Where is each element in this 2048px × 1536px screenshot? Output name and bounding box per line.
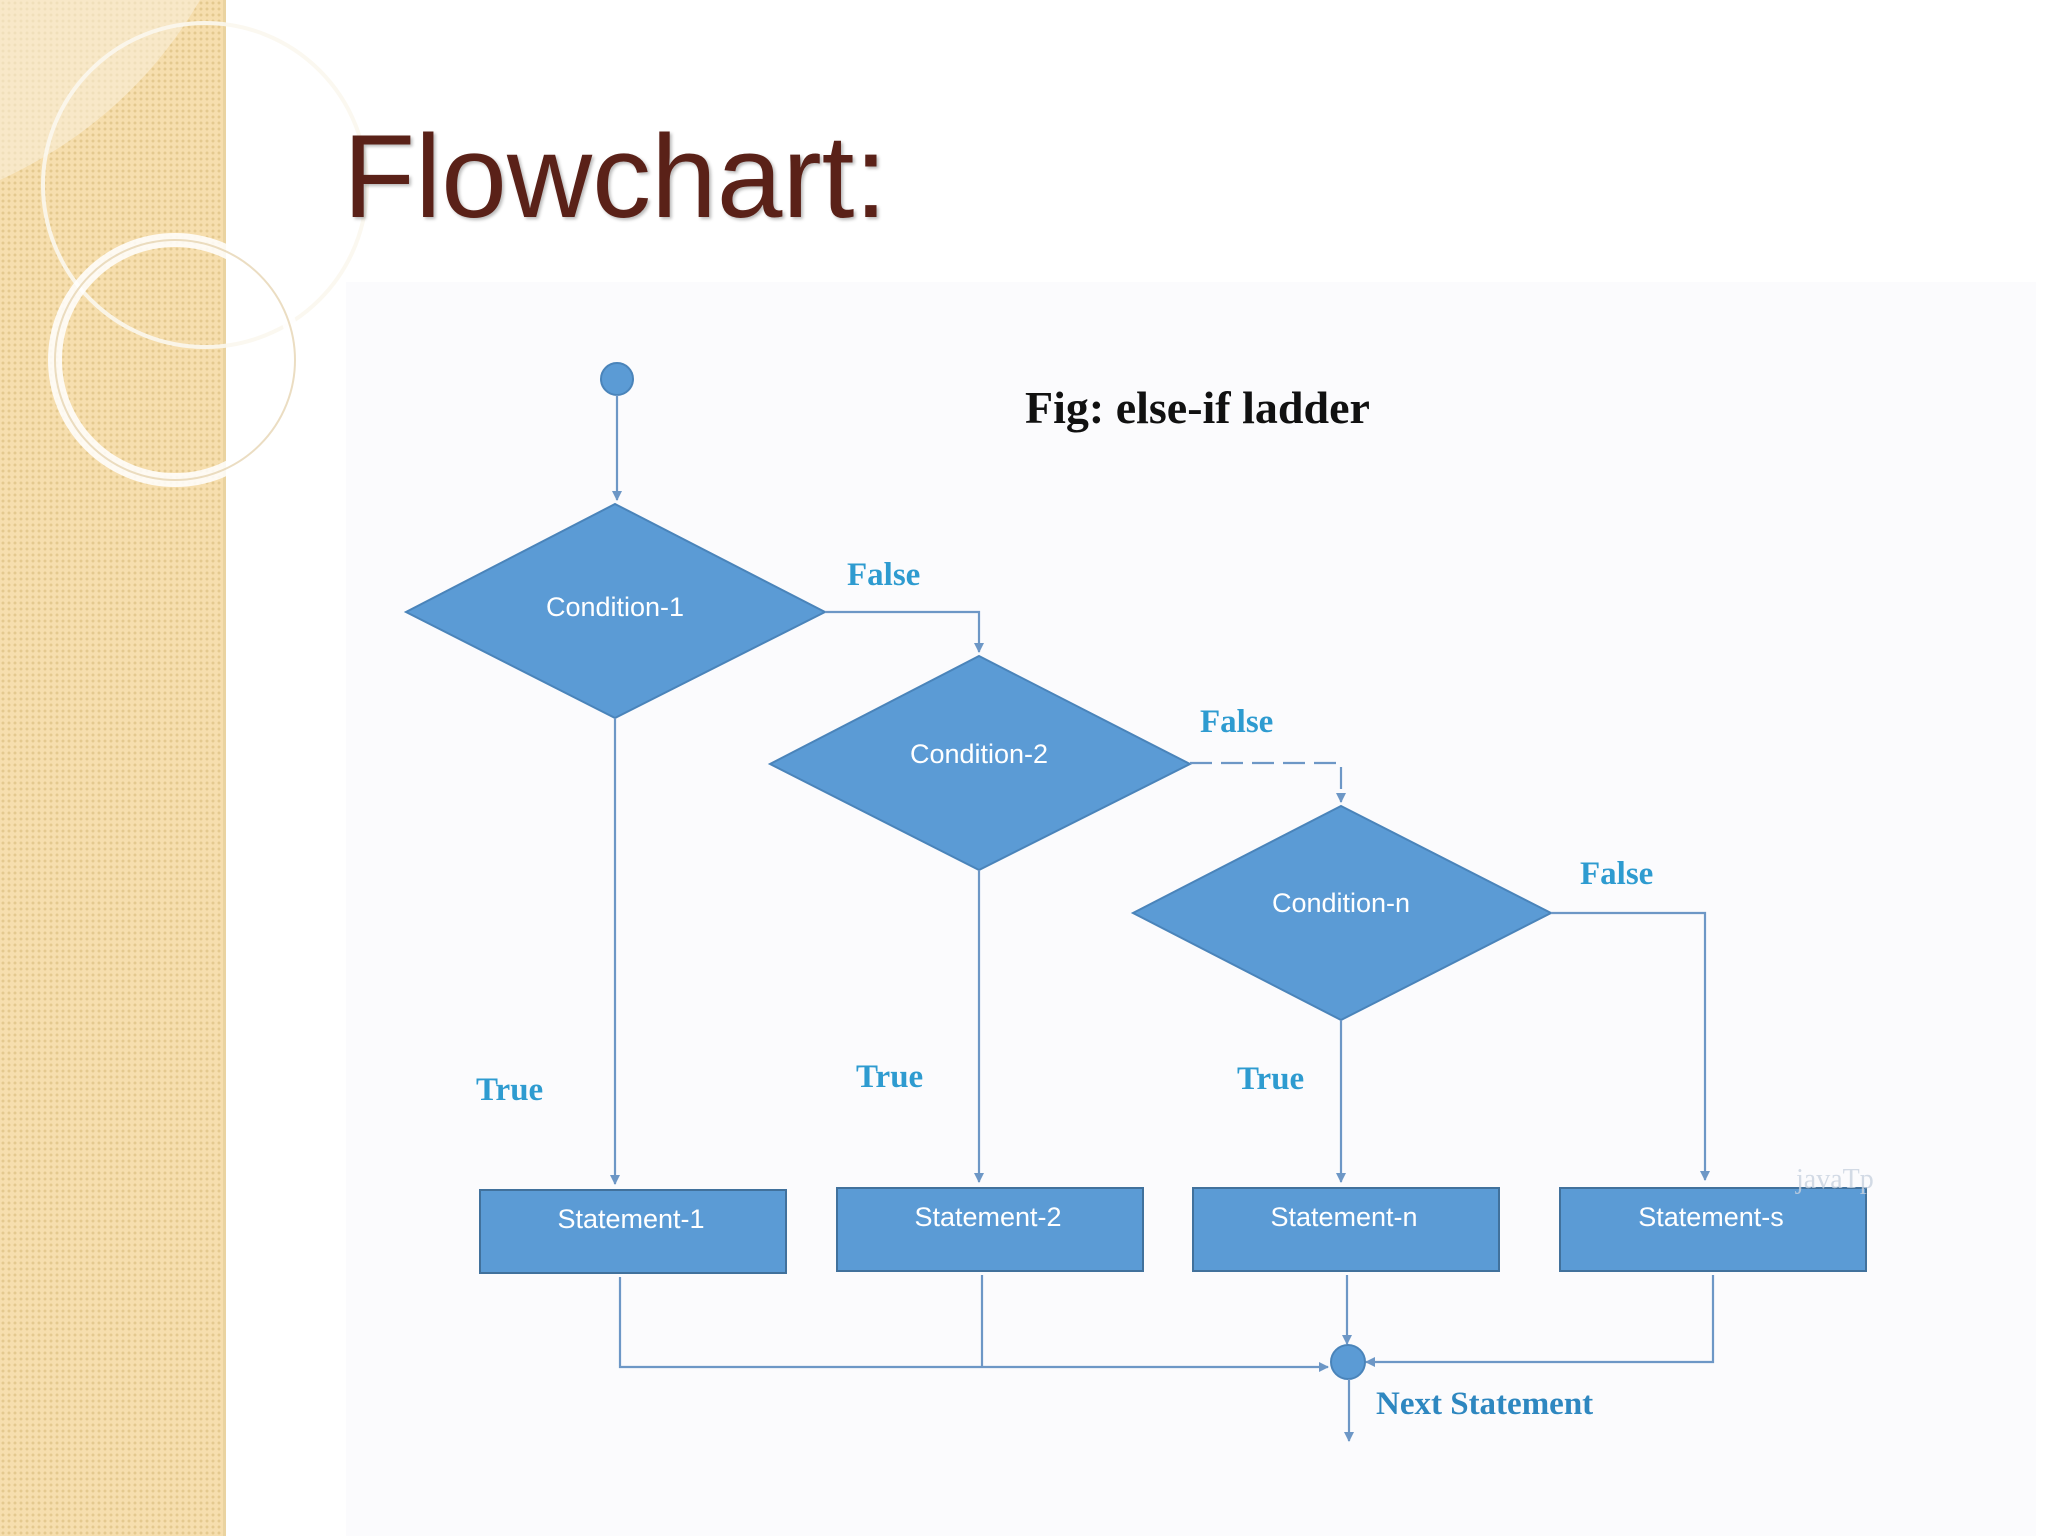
statement-s-label: Statement-s	[1638, 1202, 1784, 1232]
true-label-2: True	[856, 1059, 923, 1095]
condition-n-label: Condition-n	[1272, 888, 1410, 918]
statement-s-box	[1559, 1187, 1867, 1272]
true-label-n: True	[1237, 1061, 1304, 1097]
next-statement-label: Next Statement	[1376, 1386, 1593, 1422]
true-label-1: True	[476, 1072, 543, 1108]
statement-2-label: Statement-2	[914, 1202, 1061, 1232]
statement-2-box	[836, 1187, 1144, 1272]
merge-node	[1330, 1344, 1366, 1380]
figure-caption: Fig: else-if ladder	[1025, 382, 1370, 433]
watermark-text: javaTp	[1795, 1164, 1874, 1195]
start-node	[600, 362, 634, 396]
condition-1-label: Condition-1	[546, 592, 684, 622]
slide-title: Flowchart:	[343, 111, 888, 243]
condition-2-label: Condition-2	[910, 739, 1048, 769]
false-connector-n	[1551, 911, 1710, 1181]
statement-n-box	[1192, 1187, 1500, 1272]
false-label-n: False	[1580, 856, 1653, 892]
false-connector-2	[1190, 761, 1346, 803]
merge-connector-s	[1365, 1275, 1715, 1367]
merge-connector-1	[618, 1277, 1329, 1372]
statement-1-box	[479, 1189, 787, 1274]
false-label-1: False	[847, 557, 920, 593]
false-connector-1	[825, 610, 984, 653]
false-label-2: False	[1200, 704, 1273, 740]
statement-1-label: Statement-1	[557, 1204, 704, 1234]
statement-n-label: Statement-n	[1270, 1202, 1417, 1232]
decorative-circles	[0, 0, 369, 487]
